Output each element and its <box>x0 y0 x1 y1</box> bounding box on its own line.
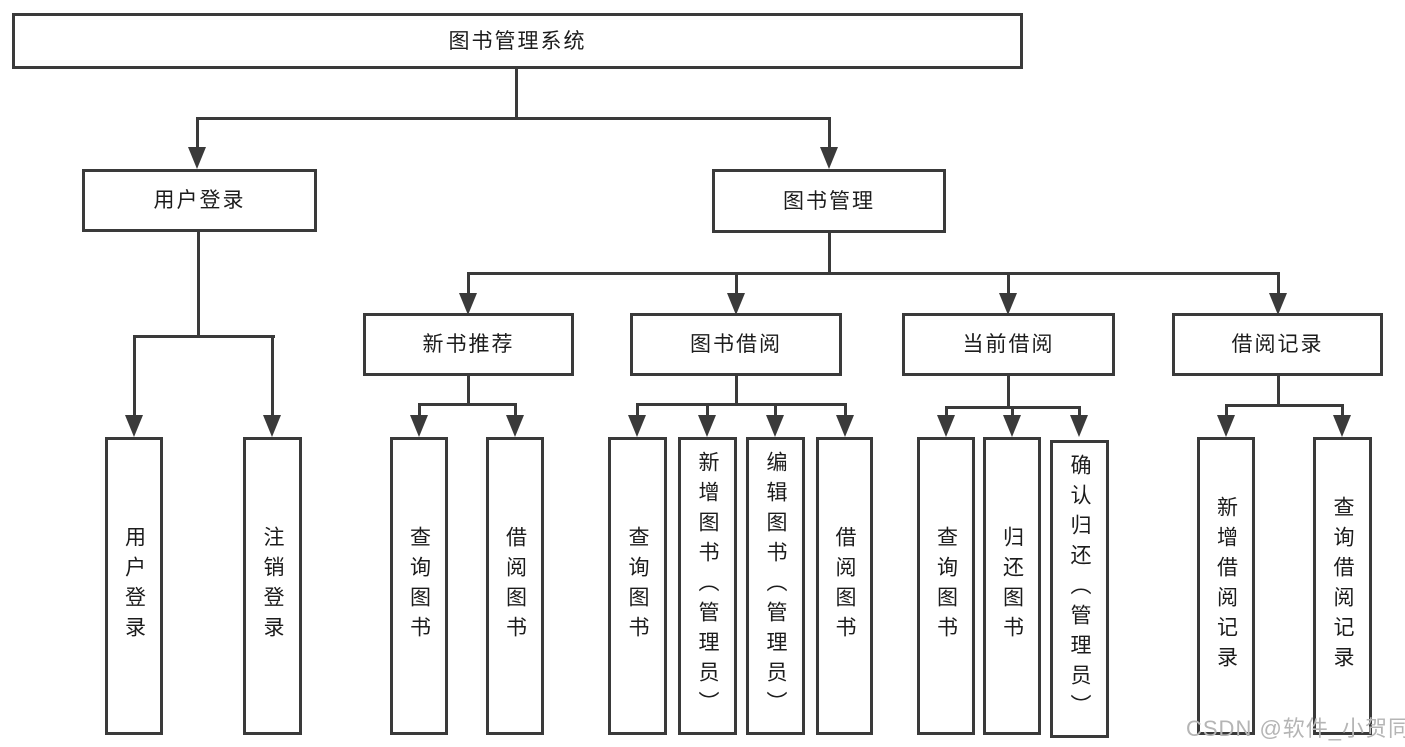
leaf-add-borrow-record: 新增借阅记录 <box>1197 437 1255 735</box>
connector-mgmt-bar <box>467 272 1280 275</box>
connector-mgmt-drop-1 <box>467 272 470 295</box>
arrowhead-down-icon <box>1070 415 1088 437</box>
connector-current-drop-3 <box>1078 406 1081 417</box>
arrowhead-down-icon <box>1269 293 1287 315</box>
connector-current-drop-1 <box>945 406 948 417</box>
connector-borrow-stem <box>735 374 738 405</box>
leaf-user-login: 用户登录 <box>105 437 163 735</box>
arrowhead-down-icon <box>698 415 716 437</box>
connector-mgmt-drop-3 <box>1007 272 1010 295</box>
leaf-edit-book-admin: 编辑图书（管理员） <box>746 437 805 735</box>
leaf-borrow-book-recommend: 借阅图书 <box>486 437 544 735</box>
arrowhead-down-icon <box>1333 415 1351 437</box>
connector-root-drop-right <box>828 117 831 148</box>
arrowhead-down-icon <box>999 293 1017 315</box>
leaf-borrow-book-borrowing: 借阅图书 <box>816 437 873 735</box>
leaf-query-borrow-record: 查询借阅记录 <box>1313 437 1372 735</box>
leaf-return-book: 归还图书 <box>983 437 1041 735</box>
arrowhead-down-icon <box>263 415 281 437</box>
node-book-borrowing: 图书借阅 <box>630 313 842 376</box>
connector-rec-drop-1 <box>418 403 421 417</box>
node-new-book-recommend: 新书推荐 <box>363 313 574 376</box>
connector-current-stem <box>1007 374 1010 408</box>
arrowhead-down-icon <box>727 293 745 315</box>
connector-rec-drop-2 <box>514 403 517 417</box>
arrowhead-down-icon <box>1217 415 1235 437</box>
connector-login-stem <box>197 231 200 337</box>
connector-record-bar <box>1225 404 1344 407</box>
arrowhead-down-icon <box>836 415 854 437</box>
leaf-query-book-recommend: 查询图书 <box>390 437 448 735</box>
connector-mgmt-stem <box>828 232 831 275</box>
arrowhead-down-icon <box>1003 415 1021 437</box>
leaf-logout: 注销登录 <box>243 437 302 735</box>
connector-rec-stem <box>467 374 470 405</box>
connector-rec-bar <box>418 403 517 406</box>
connector-login-drop-1 <box>133 335 136 416</box>
leaf-query-book-borrowing: 查询图书 <box>608 437 667 735</box>
leaf-add-book-admin: 新增图书（管理员） <box>678 437 737 735</box>
connector-record-drop-2 <box>1341 404 1344 417</box>
node-current-borrowing: 当前借阅 <box>902 313 1115 376</box>
connector-mgmt-drop-2 <box>735 272 738 295</box>
connector-root-bar <box>196 117 830 120</box>
connector-login-drop-2 <box>271 335 274 416</box>
connector-borrow-drop-1 <box>636 403 639 417</box>
node-borrow-records: 借阅记录 <box>1172 313 1383 376</box>
arrowhead-down-icon <box>188 147 206 169</box>
leaf-confirm-return-admin: 确认归还（管理员） <box>1050 440 1109 738</box>
node-user-login: 用户登录 <box>82 169 317 232</box>
node-book-management: 图书管理 <box>712 169 946 233</box>
arrowhead-down-icon <box>628 415 646 437</box>
connector-borrow-drop-3 <box>774 403 777 417</box>
connector-borrow-drop-2 <box>706 403 709 417</box>
arrowhead-down-icon <box>506 415 524 437</box>
arrowhead-down-icon <box>820 147 838 169</box>
arrowhead-down-icon <box>125 415 143 437</box>
connector-login-bar <box>133 335 275 338</box>
connector-mgmt-drop-4 <box>1277 272 1280 295</box>
connector-borrow-bar <box>636 403 847 406</box>
csdn-watermark: CSDN @软件_小贺同学 <box>1186 716 1405 741</box>
arrowhead-down-icon <box>766 415 784 437</box>
connector-root-drop-left <box>196 117 199 148</box>
connector-record-drop-1 <box>1225 404 1228 417</box>
connector-borrow-drop-4 <box>844 403 847 417</box>
node-library-system: 图书管理系统 <box>12 13 1023 69</box>
arrowhead-down-icon <box>937 415 955 437</box>
connector-current-drop-2 <box>1011 406 1014 417</box>
leaf-query-book-current: 查询图书 <box>917 437 975 735</box>
connector-record-stem <box>1277 374 1280 406</box>
arrowhead-down-icon <box>459 293 477 315</box>
connector-root-stem <box>515 69 518 119</box>
arrowhead-down-icon <box>410 415 428 437</box>
